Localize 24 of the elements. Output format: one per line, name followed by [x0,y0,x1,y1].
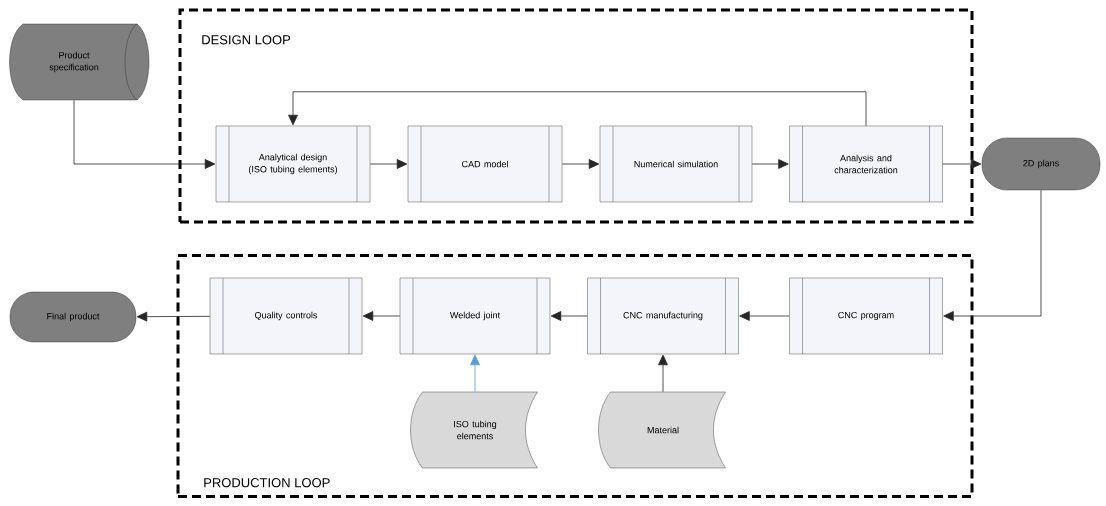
terminal-box: 2D plans [981,137,1101,191]
arrow [739,311,790,321]
arrow [942,159,982,169]
arrow [369,159,408,169]
arrow [561,159,600,169]
arrow [751,159,789,169]
arrow [550,311,588,321]
process-box: CNC program [789,277,943,355]
process-box: CNC manufacturing [587,277,739,355]
process-box: Numerical simulation [599,125,753,203]
process-box: CAD model [407,125,563,203]
arrow [943,189,1042,321]
arrow [73,99,216,169]
process-box: Quality controls [209,277,363,355]
arrow [658,354,668,393]
process-box: Analysis and characterization [789,125,943,203]
data-cylinder: Product specification [9,23,150,101]
arrow [362,311,401,321]
terminal-box: Final product [9,291,137,343]
arrow [470,354,480,393]
arrow [288,91,867,127]
arrow [136,311,211,322]
process-box: Welded joint [399,277,551,355]
process-box: Analytical design (ISO tubing elements) [215,125,371,203]
